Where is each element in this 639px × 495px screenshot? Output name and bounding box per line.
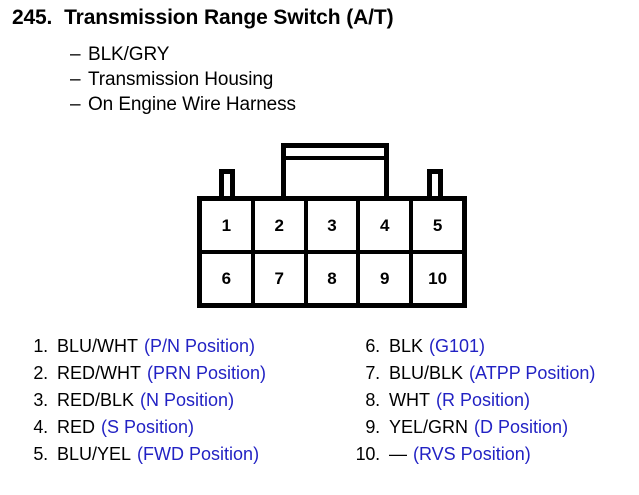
connector-diagram: 1 2 3 4 5 6 7 8 9 10 [192, 143, 472, 313]
legend-item-6: 6. BLK (G101) [350, 336, 595, 363]
legend-number: 10. [355, 444, 381, 464]
legend-wire-color: BLU/WHT [57, 336, 138, 356]
legend-position: (D Position) [474, 417, 569, 437]
connector-latch-tab [281, 143, 389, 199]
pin-row-top: 1 2 3 4 5 [202, 201, 462, 254]
legend-number: 5. [33, 444, 48, 464]
legend-item-9: 9. YEL/GRN (D Position) [350, 417, 595, 444]
pin-cell-8: 8 [307, 254, 361, 303]
legend-number: 9. [365, 417, 380, 437]
detail-line-location: –Transmission Housing [70, 67, 296, 92]
legend-wire-color: WHT [389, 390, 430, 410]
legend-column-left: 1. BLU/WHT (P/N Position) 2. RED/WHT (PR… [18, 336, 266, 471]
pin-cell-6: 6 [202, 254, 255, 303]
pin-cell-9: 9 [360, 254, 414, 303]
pin-cell-10: 10 [413, 254, 462, 303]
legend-wire-color: BLU/BLK [389, 363, 464, 383]
legend-item-1: 1. BLU/WHT (P/N Position) [18, 336, 266, 363]
legend-wire-color: YEL/GRN [389, 417, 469, 437]
legend-position: (RVS Position) [413, 444, 531, 464]
detail-label: Transmission Housing [88, 69, 274, 90]
legend-number: 3. [33, 390, 48, 410]
detail-list: –BLK/GRY –Transmission Housing –On Engin… [70, 42, 296, 117]
detail-dash: – [70, 44, 81, 65]
detail-line-harness: –On Engine Wire Harness [70, 92, 296, 117]
connector-side-tab-right [427, 169, 443, 201]
connector-latch-bar [286, 156, 384, 160]
pin-cell-7: 7 [254, 254, 308, 303]
legend-position: (FWD Position) [137, 444, 260, 464]
legend-number: 6. [365, 336, 380, 356]
connector-side-tab-left [219, 169, 235, 201]
pin-cell-2: 2 [254, 201, 308, 250]
legend-item-5: 5. BLU/YEL (FWD Position) [18, 444, 266, 471]
pin-cell-5: 5 [413, 201, 462, 250]
legend-wire-color: RED/BLK [57, 390, 135, 410]
detail-label: On Engine Wire Harness [88, 94, 296, 115]
legend-wire-color: BLK [389, 336, 424, 356]
pin-cell-1: 1 [202, 201, 255, 250]
legend-number: 1. [33, 336, 48, 356]
item-number: 245. [12, 6, 53, 29]
pin-cell-4: 4 [360, 201, 414, 250]
legend-position: (P/N Position) [144, 336, 256, 356]
legend-item-7: 7. BLU/BLK (ATPP Position) [350, 363, 595, 390]
pin-row-bottom: 6 7 8 9 10 [202, 254, 462, 303]
legend-position: (S Position) [101, 417, 195, 437]
pin-cell-3: 3 [307, 201, 361, 250]
legend-item-3: 3. RED/BLK (N Position) [18, 390, 266, 417]
detail-dash: – [70, 94, 81, 115]
legend-position: (G101) [429, 336, 486, 356]
legend-number: 2. [33, 363, 48, 383]
legend-item-10: 10. — (RVS Position) [350, 444, 595, 471]
legend-wire-color: RED/WHT [57, 363, 141, 383]
legend-position: (N Position) [140, 390, 235, 410]
title-text: Transmission Range Switch (A/T) [64, 6, 394, 29]
legend-position: (PRN Position) [147, 363, 267, 383]
detail-label: BLK/GRY [88, 44, 170, 65]
legend-position: (ATPP Position) [469, 363, 596, 383]
legend-column-right: 6. BLK (G101) 7. BLU/BLK (ATPP Position)… [350, 336, 596, 471]
legend-item-2: 2. RED/WHT (PRN Position) [18, 363, 266, 390]
legend-item-8: 8. WHT (R Position) [350, 390, 595, 417]
detail-dash: – [70, 69, 81, 90]
legend-number: 8. [365, 390, 380, 410]
legend-wire-color: RED [57, 417, 96, 437]
legend-number: 4. [33, 417, 48, 437]
legend-item-4: 4. RED (S Position) [18, 417, 266, 444]
detail-line-wire-color: –BLK/GRY [70, 42, 296, 67]
connector-body: 1 2 3 4 5 6 7 8 9 10 [197, 196, 467, 308]
legend-wire-color: — [389, 444, 407, 464]
legend-number: 7. [365, 363, 380, 383]
page-title: 245. Transmission Range Switch (A/T) [12, 6, 394, 30]
legend-wire-color: BLU/YEL [57, 444, 132, 464]
legend-position: (R Position) [435, 390, 531, 410]
